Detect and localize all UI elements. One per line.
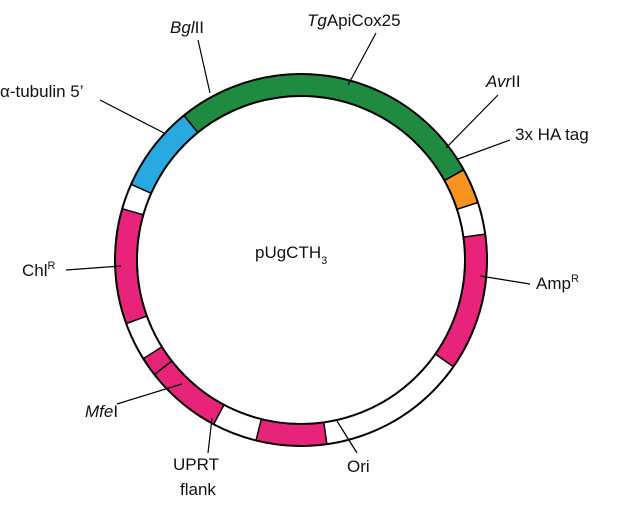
tgapicox-leader <box>347 32 377 86</box>
ha-tag-label: 3x HA tag <box>515 125 589 144</box>
ampr-label: AmpR <box>536 273 579 293</box>
avrii-leader <box>445 94 499 149</box>
mfei-label: MfeI <box>85 402 118 421</box>
tgapicox-label: TgApiCox25 <box>307 11 401 30</box>
chlr-label: ChlR <box>22 260 56 280</box>
uprt-label-line2: flank <box>180 480 216 499</box>
mfei-leader <box>116 383 183 405</box>
ori-label: Ori <box>347 457 370 476</box>
bglii-label: BglII <box>170 18 204 37</box>
uprt-label-line1: UPRT <box>173 455 219 474</box>
uprt-flank-leader <box>207 417 213 454</box>
segment-alpha-tubulin <box>130 114 199 195</box>
segment-uprt-flank <box>153 359 226 426</box>
ampr-leader <box>479 275 531 285</box>
alpha-tubulin-leader <box>99 99 167 135</box>
inner-ring <box>136 95 466 425</box>
outer-ring <box>114 73 488 447</box>
ori-leader <box>336 420 358 454</box>
ha-tag-leader <box>457 139 511 160</box>
avrii-label: AvrII <box>485 72 521 91</box>
segment-ampr <box>434 233 488 368</box>
chlr-leader <box>65 265 122 271</box>
alpha-tubulin-label: α-tubulin 5’ <box>0 82 84 101</box>
bglii-leader <box>197 39 211 94</box>
plasmid-name: pUgCTH3 <box>255 243 327 267</box>
